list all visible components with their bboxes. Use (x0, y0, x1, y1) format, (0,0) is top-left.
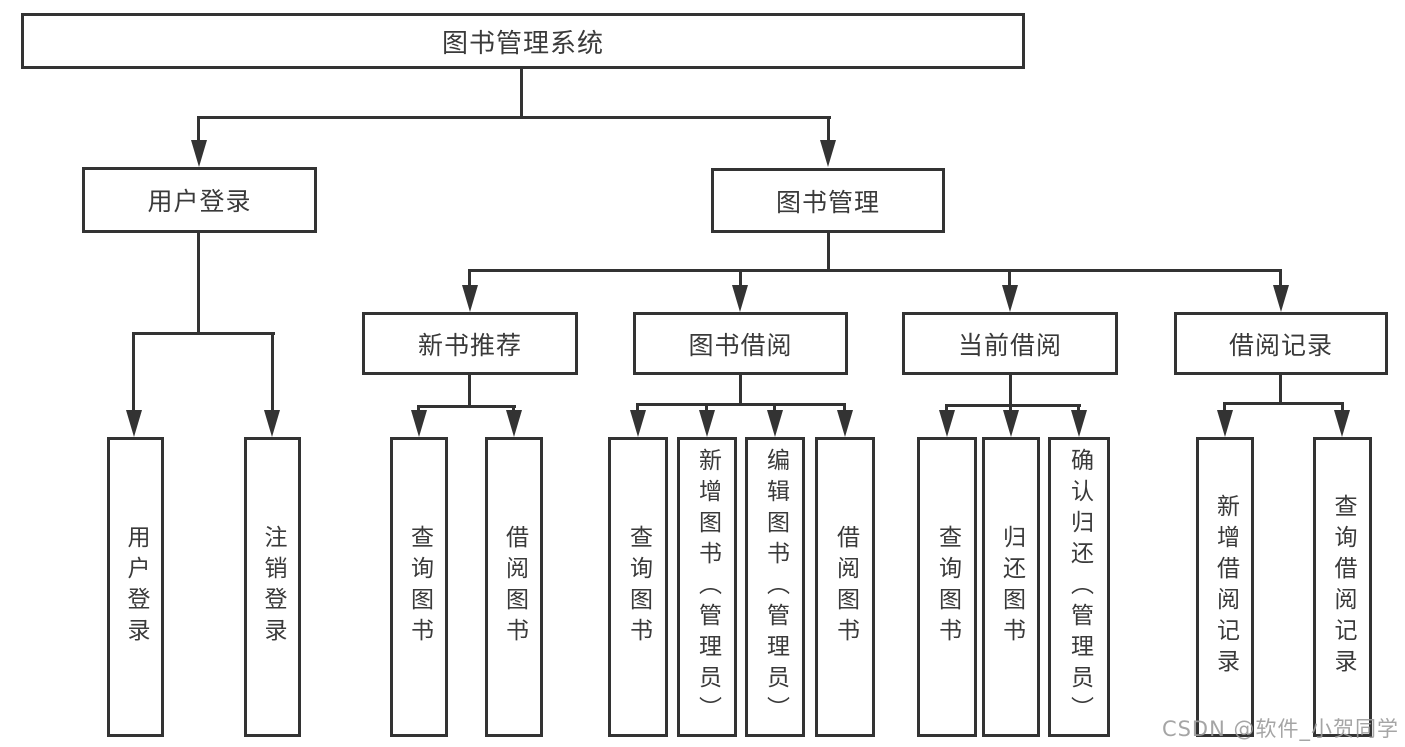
connector-segment (945, 404, 1081, 407)
connector-segment (1009, 375, 1012, 406)
connector-segment (197, 116, 831, 119)
arrow-down-icon (1002, 285, 1018, 312)
arrow-down-icon (630, 410, 646, 437)
node-borrow-records: 借阅记录 (1174, 312, 1388, 375)
arrow-down-icon (1273, 285, 1289, 312)
connector-segment (739, 375, 742, 406)
connector-segment (945, 404, 948, 413)
arrow-down-icon (820, 140, 836, 167)
connector-segment (1009, 404, 1012, 413)
leaf-confirm-return-admin: 确认归还（管理员） (1048, 437, 1110, 737)
arrow-down-icon (1003, 410, 1019, 437)
connector-segment (468, 375, 471, 408)
connector-segment (520, 69, 523, 118)
node-new-book-recommend: 新书推荐 (362, 312, 578, 375)
leaf-return-books: 归还图书 (982, 437, 1040, 737)
connector-segment (271, 332, 274, 412)
arrow-down-icon (506, 410, 522, 437)
connector-segment (417, 405, 516, 408)
connector-segment (636, 403, 846, 406)
leaf-logout: 注销登录 (244, 437, 301, 737)
arrow-down-icon (837, 410, 853, 437)
connector-segment (705, 403, 708, 413)
arrow-down-icon (732, 285, 748, 312)
connector-segment (468, 269, 471, 287)
arrow-down-icon (1071, 410, 1087, 437)
connector-segment (1223, 402, 1226, 413)
connector-segment (739, 269, 742, 287)
connector-segment (197, 116, 200, 143)
connector-segment (773, 403, 776, 413)
arrow-down-icon (939, 410, 955, 437)
leaf-add-books-admin: 新增图书（管理员） (677, 437, 737, 737)
connector-segment (132, 332, 275, 335)
connector-segment (417, 405, 420, 413)
connector-segment (132, 332, 135, 412)
connector-segment (468, 269, 1282, 272)
connector-segment (827, 233, 830, 272)
csdn-watermark: CSDN @软件_小贺同学 (1161, 717, 1399, 741)
leaf-add-borrow-record: 新增借阅记录 (1196, 437, 1254, 737)
arrow-down-icon (1217, 410, 1233, 437)
arrow-down-icon (699, 410, 715, 437)
connector-segment (636, 403, 639, 413)
node-user-login: 用户登录 (82, 167, 317, 233)
leaf-query-books-recommend: 查询图书 (390, 437, 448, 737)
arrow-down-icon (462, 285, 478, 312)
node-book-borrow: 图书借阅 (633, 312, 848, 375)
arrow-down-icon (191, 140, 207, 167)
connector-segment (1341, 402, 1344, 413)
arrow-down-icon (126, 410, 142, 437)
node-book-management: 图书管理 (711, 168, 945, 233)
node-library-management-system: 图书管理系统 (21, 13, 1025, 69)
connector-segment (197, 233, 200, 335)
connector-segment (1279, 269, 1282, 287)
leaf-query-borrow-record: 查询借阅记录 (1313, 437, 1372, 737)
leaf-borrow-books-recommend: 借阅图书 (485, 437, 543, 737)
arrow-down-icon (411, 410, 427, 437)
leaf-borrow-books: 借阅图书 (815, 437, 875, 737)
leaf-edit-books-admin: 编辑图书（管理员） (745, 437, 805, 737)
connector-segment (1223, 402, 1344, 405)
arrow-down-icon (264, 410, 280, 437)
connector-segment (1279, 375, 1282, 404)
node-current-borrow: 当前借阅 (902, 312, 1118, 375)
leaf-user-login: 用户登录 (107, 437, 164, 737)
arrow-down-icon (767, 410, 783, 437)
connector-segment (1077, 404, 1080, 413)
leaf-query-books: 查询图书 (608, 437, 668, 737)
connector-segment (512, 405, 515, 413)
connector-segment (843, 403, 846, 413)
arrow-down-icon (1334, 410, 1350, 437)
connector-segment (827, 116, 830, 143)
leaf-query-books-current: 查询图书 (917, 437, 977, 737)
connector-segment (1008, 269, 1011, 287)
